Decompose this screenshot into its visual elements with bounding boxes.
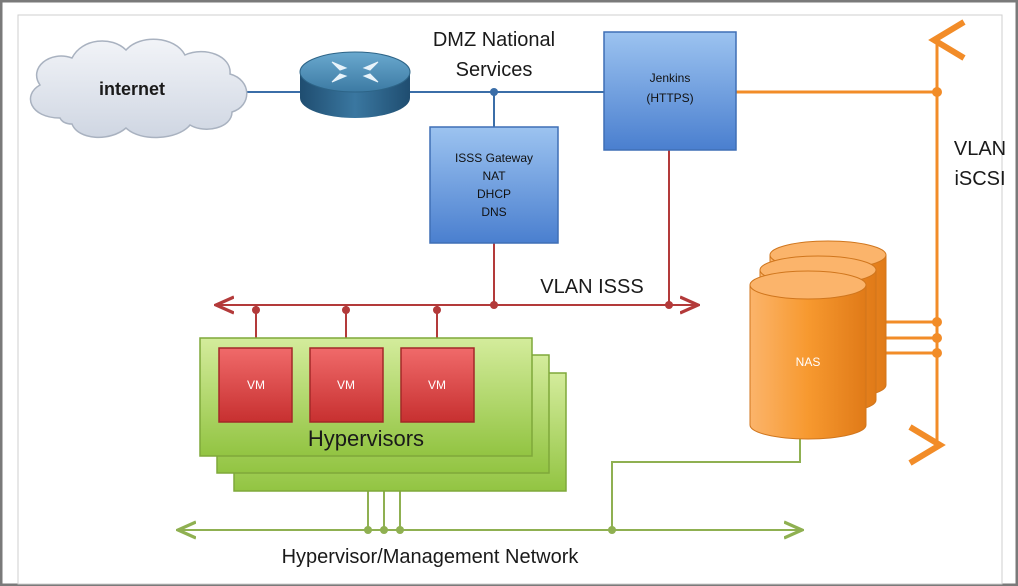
mgmt-network-label: Hypervisor/Management Network [282,546,580,568]
nas-storage: NAS [749,240,887,440]
svg-text:Jenkins: Jenkins [650,71,691,85]
vlan-isss-label: VLAN ISSS [540,276,643,298]
svg-text:(HTTPS): (HTTPS) [646,91,693,105]
svg-text:ISSS Gateway: ISSS Gateway [455,151,533,165]
svg-text:VLAN: VLAN [954,138,1006,160]
svg-text:VM: VM [428,378,446,392]
svg-text:DHCP: DHCP [477,187,511,201]
vm-1: VM [218,347,293,423]
svg-text:VM: VM [247,378,265,392]
nas-label: NAS [796,355,821,369]
dmz-link [240,88,604,127]
vlan-iscsi-bus [736,19,966,466]
svg-text:Services: Services [456,59,533,81]
internet-cloud: internet [29,38,248,139]
svg-text:DNS: DNS [481,205,506,219]
vlan-iscsi-label: VLAN iSCSI [954,138,1006,190]
svg-text:DMZ National: DMZ National [433,29,555,51]
dmz-label: DMZ National Services [433,29,555,81]
svg-text:VM: VM [337,378,355,392]
isss-gateway: ISSS Gateway NAT DHCP DNS [429,126,559,244]
internet-label: internet [99,79,165,99]
mgmt-bus [180,430,800,534]
svg-text:NAT: NAT [482,169,506,183]
jenkins-server: Jenkins (HTTPS) [603,31,737,151]
hypervisors-label: Hypervisors [308,426,424,451]
svg-text:iSCSI: iSCSI [954,168,1005,190]
inner-frame [17,14,1003,585]
vm-3: VM [400,347,475,423]
vm-2: VM [309,347,384,423]
router-icon [299,51,411,118]
